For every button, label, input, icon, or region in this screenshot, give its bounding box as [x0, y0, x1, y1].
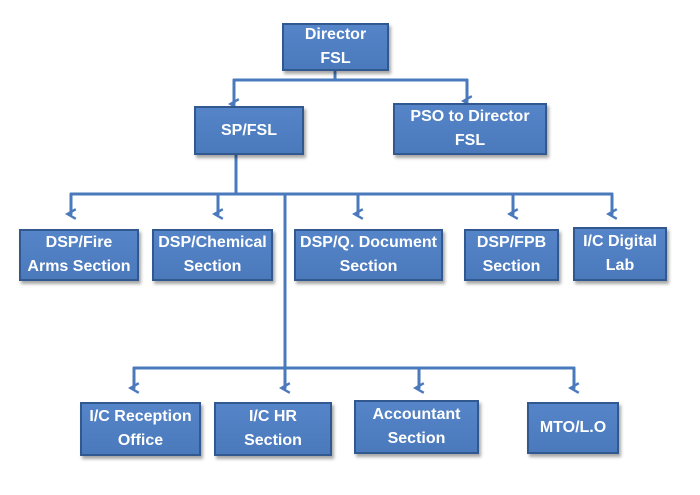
node-dsp-fire-arms[interactable]: DSP/Fire Arms Section — [19, 229, 139, 281]
node-pso-line-2: FSL — [454, 132, 486, 149]
node-ic-hr-line-2: Section — [244, 432, 302, 449]
node-ic-digital-line-2: Lab — [605, 257, 635, 274]
node-ic-reception-line-2: Office — [117, 432, 164, 449]
node-ic-reception-line-1: I/C Reception — [89, 408, 192, 425]
node-dsp-chemical[interactable]: DSP/Chemical Section — [152, 229, 273, 281]
node-dsp-fire-line-1: DSP/Fire — [45, 234, 113, 251]
node-accountant-line-1: Accountant — [372, 406, 461, 423]
node-ic-digital-lab[interactable]: I/C Digital Lab — [573, 227, 667, 281]
node-ic-hr-line-1: I/C HR — [248, 408, 297, 425]
node-dsp-chemical-line-1: DSP/Chemical — [158, 234, 267, 251]
node-accountant-line-2: Section — [387, 430, 446, 447]
node-pso-line-1: PSO to Director — [410, 108, 530, 125]
node-dsp-q-document[interactable]: DSP/Q. Document Section — [294, 229, 443, 281]
node-pso-to-director[interactable]: PSO to Director FSL — [393, 103, 547, 155]
node-mto-lo[interactable]: MTO/L.O — [527, 402, 619, 454]
node-dsp-qdoc-line-2: Section — [339, 258, 398, 275]
node-dsp-fpb-line-2: Section — [482, 258, 541, 275]
node-dsp-chemical-line-2: Section — [183, 258, 242, 275]
node-dsp-fpb[interactable]: DSP/FPB Section — [464, 229, 559, 281]
node-sp-fsl-line-1: SP/FSL — [220, 121, 277, 139]
node-mto-line-1: MTO/L.O — [539, 419, 607, 436]
node-director-fsl[interactable]: Director FSL — [282, 23, 389, 71]
node-sp-fsl[interactable]: SP/FSL — [194, 106, 304, 155]
node-ic-digital-line-1: I/C Digital — [583, 233, 657, 250]
node-accountant-section[interactable]: Accountant Section — [354, 400, 479, 454]
node-dsp-fpb-line-1: DSP/FPB — [476, 234, 547, 251]
node-director-fsl-line-1: Director FSL — [304, 26, 367, 67]
node-dsp-qdoc-line-1: DSP/Q. Document — [300, 234, 437, 251]
node-dsp-fire-line-2: Arms Section — [27, 258, 131, 275]
node-ic-reception-office[interactable]: I/C Reception Office — [80, 402, 201, 456]
node-ic-hr-section[interactable]: I/C HR Section — [214, 402, 332, 456]
